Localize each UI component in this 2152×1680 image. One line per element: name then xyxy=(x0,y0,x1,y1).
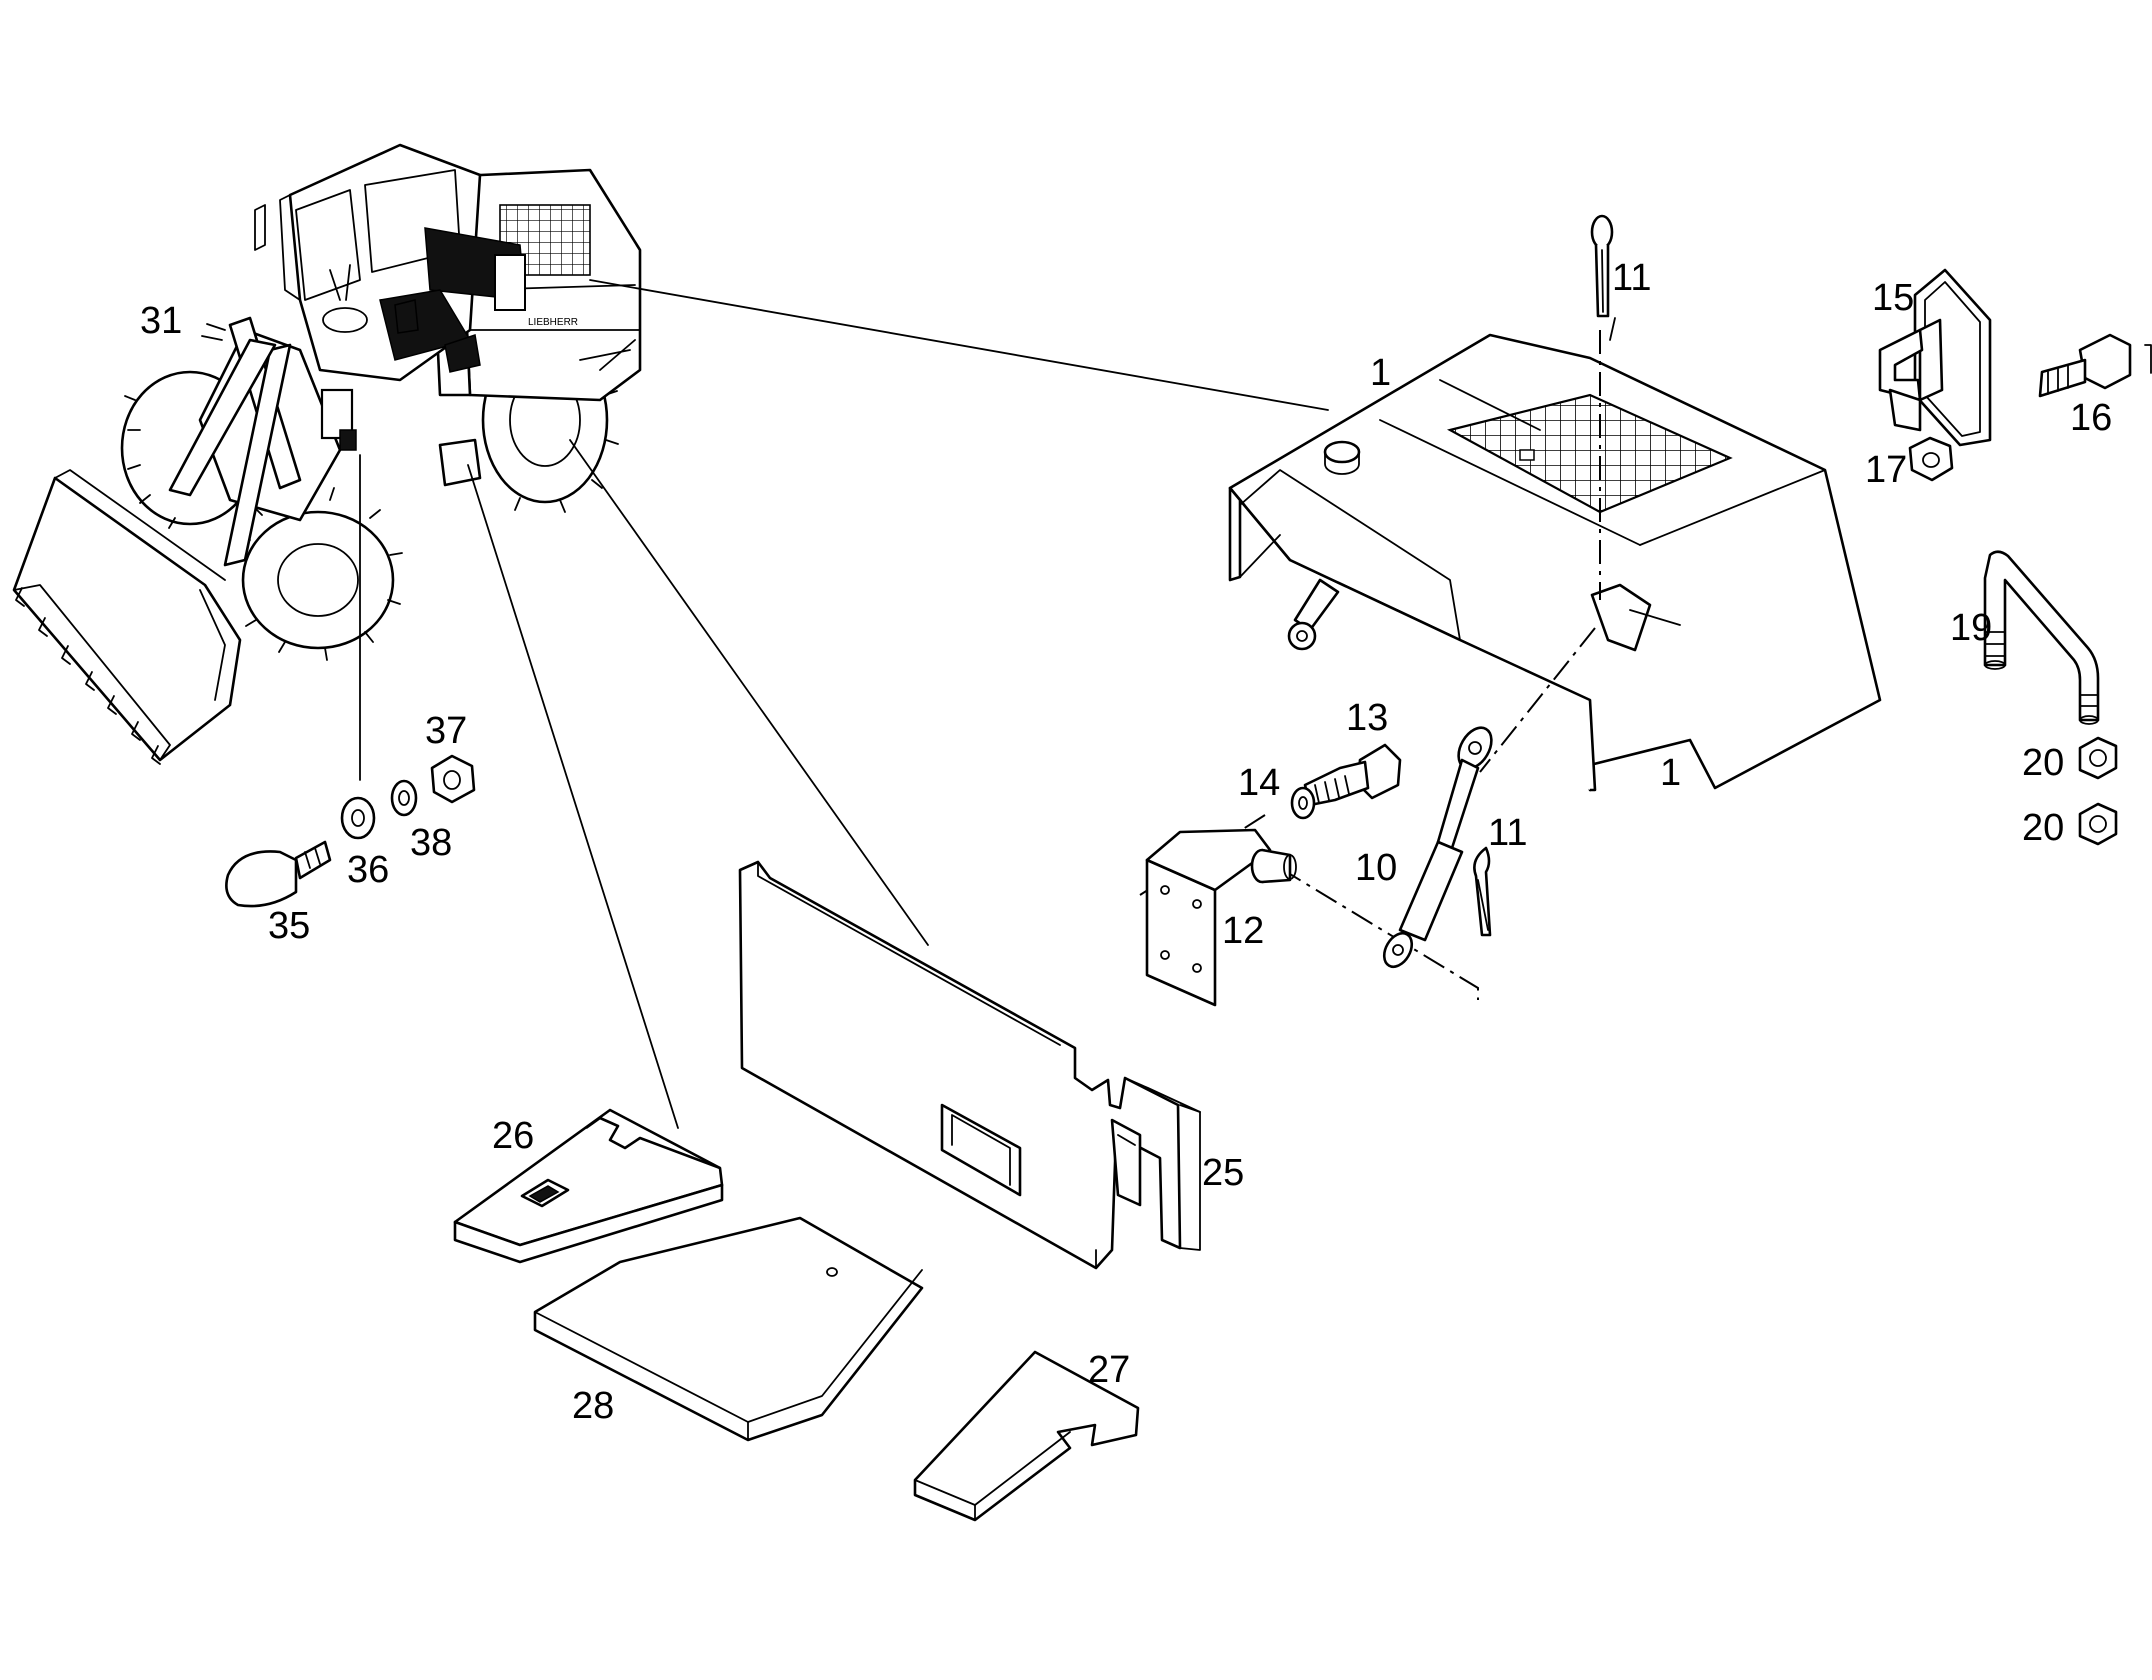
gas-strut xyxy=(1382,726,1493,969)
bracket xyxy=(1145,828,1297,1007)
washer-14 xyxy=(1290,786,1316,820)
callout-35: 35 xyxy=(268,905,310,947)
callout-20-lower: 20 xyxy=(2022,807,2064,849)
nut-37 xyxy=(430,754,476,804)
callout-27: 27 xyxy=(1088,1349,1130,1391)
washer-36 xyxy=(340,796,376,840)
callout-13: 13 xyxy=(1346,697,1388,739)
plate-28 xyxy=(533,1216,924,1442)
callout-17: 17 xyxy=(1865,449,1907,491)
callout-15: 15 xyxy=(1872,277,1914,319)
callout-labels: 31 1 1 11 11 10 12 13 14 15 16 17 19 20 … xyxy=(140,257,2112,1427)
callout-12: 12 xyxy=(1222,910,1264,952)
callout-37: 37 xyxy=(425,710,467,752)
callout-16: 16 xyxy=(2070,397,2112,439)
engine-hood xyxy=(1228,333,1882,792)
callout-31: 31 xyxy=(140,300,182,342)
nut-20-lower xyxy=(2078,802,2118,846)
callout-1-bottom: 1 xyxy=(1660,752,1681,794)
callout-1-top: 1 xyxy=(1370,352,1391,394)
latch-15 xyxy=(1878,268,1992,447)
handle-19 xyxy=(1983,550,2100,725)
callout-26: 26 xyxy=(492,1115,534,1157)
callout-11-top: 11 xyxy=(1612,257,1651,299)
bolt-13 xyxy=(1303,743,1402,807)
callout-38: 38 xyxy=(410,822,452,864)
callout-10: 10 xyxy=(1355,847,1397,889)
pin-35 xyxy=(225,840,332,908)
callout-25: 25 xyxy=(1202,1152,1244,1194)
plate-26 xyxy=(453,1108,724,1264)
callout-11-lower: 11 xyxy=(1488,812,1527,854)
split-pin-lower xyxy=(1473,846,1492,937)
callout-36: 36 xyxy=(347,849,389,891)
callout-14: 14 xyxy=(1238,762,1280,804)
panel-25 xyxy=(738,860,1201,1270)
callout-leaders xyxy=(1609,317,1616,341)
plate-27 xyxy=(913,1350,1140,1522)
callout-19: 19 xyxy=(1950,607,1992,649)
callout-20-upper: 20 xyxy=(2022,742,2064,784)
lock-washer-38 xyxy=(390,779,418,817)
nut-17 xyxy=(1908,436,1954,482)
split-pin-top xyxy=(1590,214,1614,318)
callout-28: 28 xyxy=(572,1385,614,1427)
wheel-loader-illustration: LIEBHERR xyxy=(12,143,642,765)
nut-20-upper xyxy=(2078,736,2118,780)
loader-brand-logo: LIEBHERR xyxy=(528,317,578,328)
bolt-16 xyxy=(2038,333,2152,398)
leader-lines xyxy=(359,279,1329,1129)
